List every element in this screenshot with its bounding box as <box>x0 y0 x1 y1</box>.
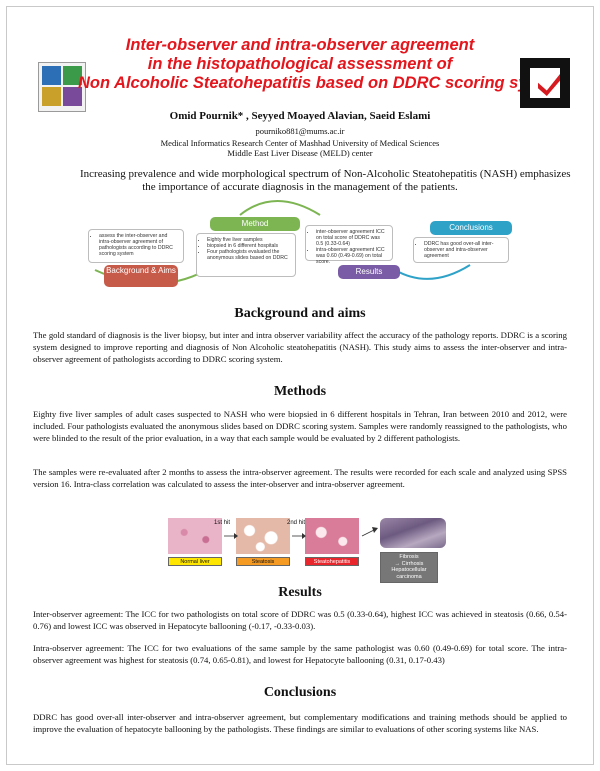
second-hit-label: 2nd hit <box>287 520 306 526</box>
intro-line: Increasing prevalence and wide morpholog… <box>80 168 571 180</box>
conclusions-paragraph: DDRC has good over-all inter-observer an… <box>33 712 567 734</box>
conclusions-label: Conclusions <box>430 221 512 235</box>
background-paragraph: The gold standard of diagnosis is the li… <box>33 330 567 364</box>
title-line: in the histopathological assessment of <box>147 55 453 73</box>
results-paragraph-1: Inter-observer agreement: The ICC for tw… <box>33 609 567 631</box>
affiliation: Medical Informatics Research Center of M… <box>0 138 600 158</box>
poster-border <box>6 6 594 765</box>
normal-liver-image <box>168 518 222 554</box>
results-label: Results <box>338 265 400 279</box>
affiliation-line: Middle East Liver Disease (MELD) center <box>227 148 373 158</box>
background-box: assess the inter-observer and intra-obse… <box>88 229 184 263</box>
methods-paragraph-1: Eighty five liver samples of adult cases… <box>33 409 567 443</box>
results-item: inter-observer agreement ICC on total sc… <box>316 229 388 247</box>
steatosis-image <box>236 518 290 554</box>
method-box: Eighty five liver samples biopsied in 6 … <box>196 233 296 277</box>
steatosis-label: Steatosis <box>236 557 290 566</box>
background-text: assess the inter-observer and intra-obse… <box>99 233 179 257</box>
results-heading: Results <box>278 585 322 600</box>
fibrosis-image <box>380 518 446 548</box>
steatohepatitis-label: Steatohepatitis <box>305 557 359 566</box>
fibrosis-cirrhosis-hcc-label: Fibrosis → Cirrhosis Hepatocellular carc… <box>380 552 438 583</box>
background-heading: Background and aims <box>234 306 366 321</box>
methods-heading: Methods <box>273 384 327 399</box>
conclusions-item: DDRC has good over-all inter-observer an… <box>424 241 504 259</box>
conclusions-box: DDRC has good over-all inter-observer an… <box>413 237 509 263</box>
results-paragraph-2: Intra-observer agreement: The ICC for tw… <box>33 643 567 665</box>
title-line: Non Alcoholic Steatohepatitis based on D… <box>78 74 567 92</box>
methods-paragraph-2: The samples were re-evaluated after 2 mo… <box>33 467 567 489</box>
intro-statement: Increasing prevalence and wide morpholog… <box>80 168 571 194</box>
background-aims-label: Background & Aims <box>104 265 178 287</box>
university-logo <box>38 62 86 112</box>
results-item: intra-observer agreement ICC was 0.60 (0… <box>316 247 388 265</box>
affiliation-line: Medical Informatics Research Center of M… <box>160 138 440 148</box>
authors: Omid Pournik* , Seyyed Moayed Alavian, S… <box>169 110 431 122</box>
poster-title: Inter-observer and intra-observer agreem… <box>78 36 566 93</box>
meld-logo <box>520 58 570 108</box>
method-item: biopsied in 6 different hospitals <box>207 243 291 249</box>
steatohepatitis-image <box>305 518 359 554</box>
title-line: Inter-observer and intra-observer agreem… <box>125 36 475 54</box>
first-hit-label: 1st hit <box>214 520 231 526</box>
method-item: Eighty five liver samples <box>207 237 291 243</box>
results-box: inter-observer agreement ICC on total sc… <box>305 225 393 265</box>
normal-liver-label: Normal liver <box>168 557 222 566</box>
method-label: Method <box>210 217 300 231</box>
intro-line: the importance of accurate diagnosis in … <box>142 181 458 193</box>
conclusions-heading: Conclusions <box>263 685 337 700</box>
method-item: Four pathologists evaluated the anonymou… <box>207 249 291 261</box>
study-flow-diagram: assess the inter-observer and intra-obse… <box>0 195 600 295</box>
author-email: pourniko881@mums.ac.ir <box>255 126 345 136</box>
